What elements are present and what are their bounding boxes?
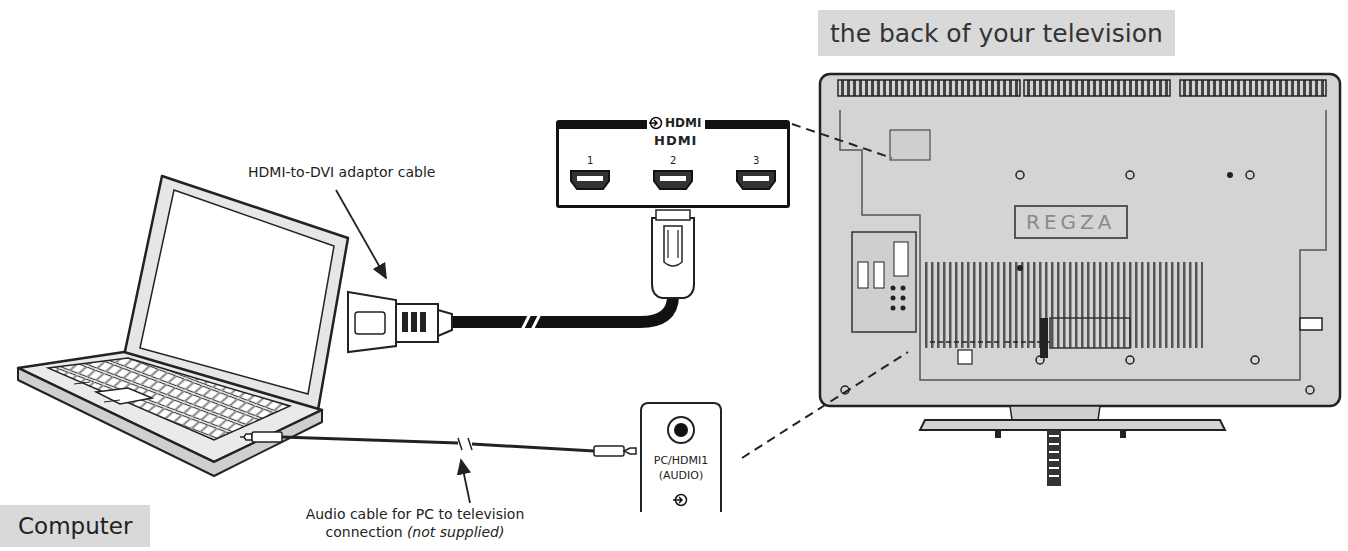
- computer-band: Computer: [0, 505, 150, 547]
- leader-line: [792, 124, 892, 158]
- audio-jack-panel: PC/HDMI1 (AUDIO): [640, 402, 722, 512]
- node-text: the back of your television: [830, 19, 1163, 48]
- panel-heading: HDMI: [647, 116, 705, 130]
- audio-cable: [240, 432, 636, 456]
- laptop: [18, 176, 348, 476]
- jack-label: PC/HDMI1 (AUDIO): [643, 454, 719, 484]
- hdmi-port-panel: HDMIHDMI123: [556, 120, 790, 208]
- brand-name: REGZA: [1026, 210, 1115, 234]
- node-text: Computer: [18, 513, 132, 539]
- port-number: 2: [670, 155, 676, 166]
- cable-label: HDMI-to-DVI adaptor cable: [248, 164, 435, 180]
- port-number: 1: [587, 155, 593, 166]
- cable-note: (not supplied): [407, 523, 505, 541]
- hdmi-dvi-cable: [348, 210, 694, 352]
- title-band: the back of your television: [818, 10, 1175, 56]
- input-icon: [649, 116, 663, 130]
- pointer-arrow: [336, 190, 386, 278]
- leader-line: [742, 352, 908, 458]
- pointer-arrow: [461, 460, 470, 503]
- port-number: 3: [753, 155, 759, 166]
- television: [820, 74, 1340, 486]
- cable-label-group: Audio cable for PC to television connect…: [280, 505, 550, 541]
- hdmi-logo: HDMI: [654, 133, 697, 148]
